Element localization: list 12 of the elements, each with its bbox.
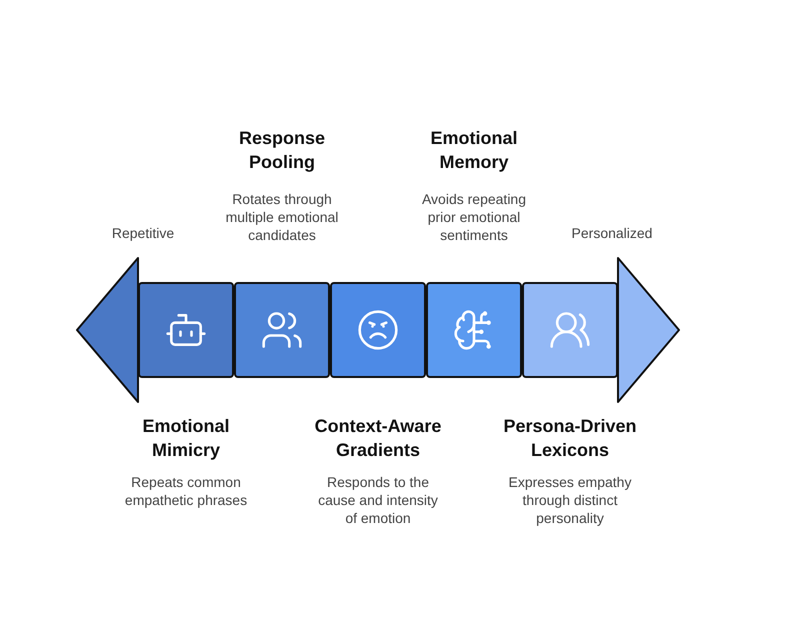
stage-heading: Emotional Mimicry bbox=[141, 415, 230, 462]
stage-heading: Emotional Memory bbox=[429, 127, 518, 174]
stage-description: Repeats common empathetic phrases bbox=[124, 473, 248, 509]
stage-heading: Persona-Driven Lexicons bbox=[502, 415, 638, 462]
stage-description: Avoids repeating prior emotional sentiments bbox=[420, 190, 528, 244]
stage-description: Responds to the cause and intensity of emotion bbox=[317, 473, 439, 527]
scale-end-label: Repetitive bbox=[112, 225, 174, 241]
stage-heading: Response Pooling bbox=[238, 127, 326, 174]
stage-heading: Context-Aware Gradients bbox=[314, 415, 442, 462]
stage-description: Expresses empathy through distinct personality bbox=[508, 473, 632, 527]
stage-description: Rotates through multiple emotional candidates bbox=[224, 190, 340, 244]
scale-end-label: Personalized bbox=[572, 225, 652, 241]
